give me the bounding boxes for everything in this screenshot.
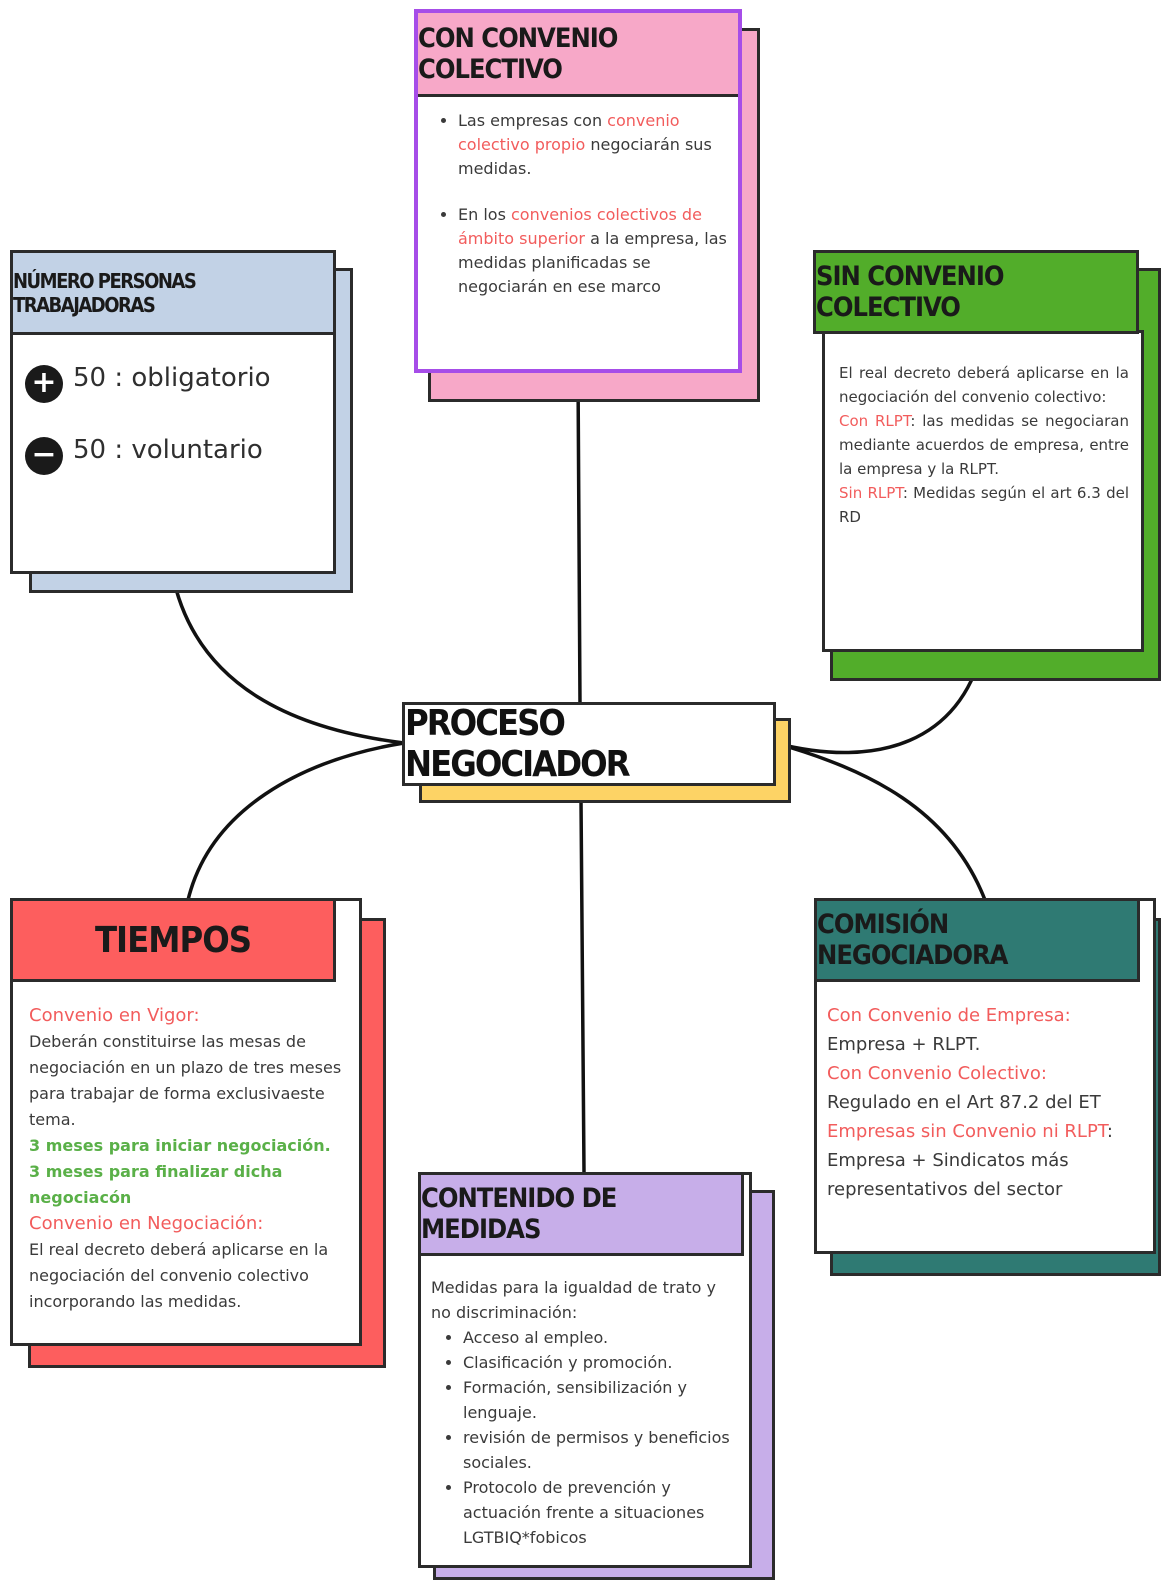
link-numero (170, 570, 406, 745)
card-body: El real decreto deberá aplicarse en la n… (822, 330, 1144, 652)
center-title: PROCESO NEGOCIADOR (405, 703, 631, 785)
list-item: Las empresas con convenio colectivo prop… (458, 109, 732, 181)
card-content: Convenio en Vigor: Deberán constituirse … (29, 1005, 342, 1311)
card-title: TIEMPOS (10, 898, 336, 982)
card-title: SIN CONVENIO COLECTIVO (813, 250, 1139, 334)
minus-circle-icon: − (25, 437, 63, 475)
list-item: revisión de permisos y beneficios social… (463, 1425, 736, 1475)
list-item: Formación, sensibilización y lenguaje. (463, 1375, 736, 1425)
link-comision (773, 741, 987, 902)
contenido-intro: Medidas para la igualdad de trato y no d… (431, 1278, 716, 1322)
card-title: CON CONVENIO COLECTIVO (418, 13, 738, 97)
list-item: En los convenios colectivos de ámbito su… (458, 203, 732, 299)
card-body: NÚMERO PERSONAS TRABAJADORAS + 50 : obli… (10, 250, 336, 574)
plus-circle-icon: + (25, 365, 63, 403)
list-item: Protocolo de prevención y actuación fren… (463, 1475, 736, 1550)
list-item: Acceso al empleo. (463, 1325, 736, 1350)
card-content: Con Convenio de Empresa: Empresa + RLPT.… (827, 1005, 1113, 1200)
card-body: CON CONVENIO COLECTIVO Las empresas con … (414, 9, 742, 373)
card-content: Medidas para la igualdad de trato y no d… (431, 1275, 736, 1550)
link-tiempos (186, 741, 406, 902)
numero-voluntario: 50 : voluntario (73, 435, 263, 465)
list-item: Clasificación y promoción. (463, 1350, 736, 1375)
card-title: CONTENIDO DE MEDIDAS (418, 1172, 744, 1256)
card-title: NÚMERO PERSONAS TRABAJADORAS (13, 253, 333, 335)
card-title: COMISIÓN NEGOCIADORA (814, 898, 1140, 982)
numero-obligatorio: 50 : obligatorio (73, 363, 271, 393)
card-content: Las empresas con convenio colectivo prop… (432, 109, 732, 299)
link-top (576, 370, 582, 707)
card-content: El real decreto deberá aplicarse en la n… (839, 364, 1130, 526)
sin-convenio-intro: El real decreto deberá aplicarse en la n… (839, 364, 1129, 406)
link-bottom (579, 798, 586, 1174)
center-box: PROCESO NEGOCIADOR (402, 702, 776, 786)
link-sin (773, 648, 984, 755)
